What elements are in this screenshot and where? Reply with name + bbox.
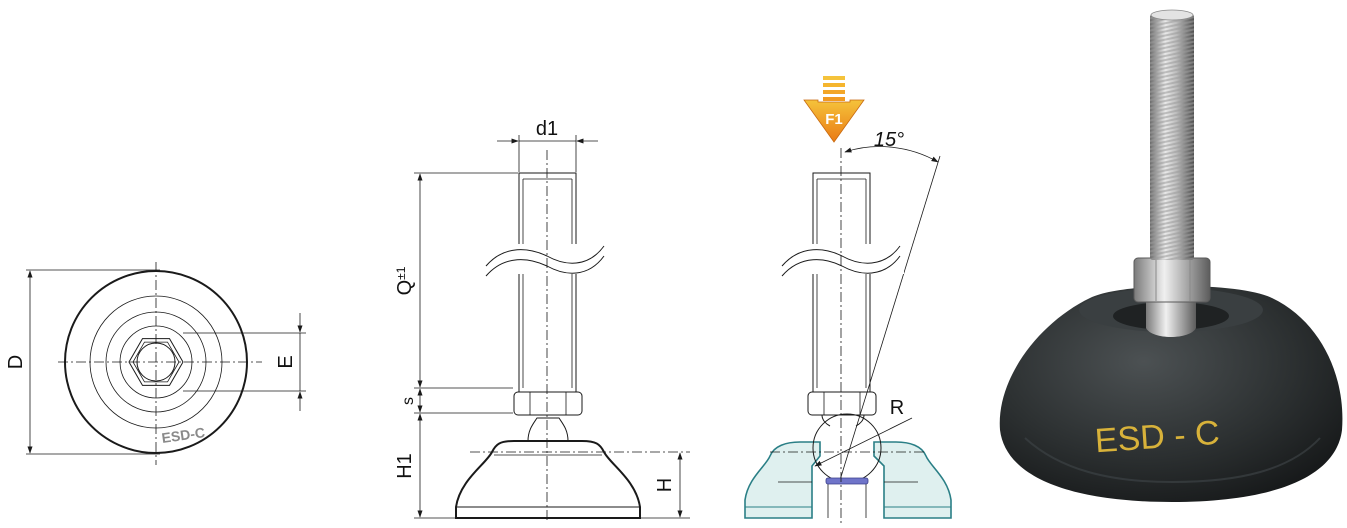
break-mask [484,244,608,274]
radius-R-label: R [890,397,904,419]
hex-nut [1133,257,1211,303]
neck-line [821,414,831,427]
angle-label: 15° [874,129,904,151]
ball-joint [812,413,882,483]
dimension-H1-label: H1 [394,453,416,479]
dimension-D-label: D [5,355,27,369]
pad-insert [825,477,869,485]
break-line [781,245,901,267]
base-marking-text: ESD-C [161,424,206,446]
dimension-H-label: H [654,478,676,492]
break-mask [780,244,904,274]
section-view: F1 15° R [744,76,952,523]
product-photo: ESD - C [999,9,1343,502]
tilt-line [839,155,941,481]
dimension-d1-label: d1 [536,118,558,140]
dimension-Q-label: Q [394,280,416,296]
angle-arc [844,146,939,163]
hex-nut [513,391,583,416]
base-rim-highlight [1024,437,1321,484]
dimension-s-label: s [400,397,417,405]
ball-neck [527,417,569,442]
hex-nut-outline [128,338,184,386]
break-line [781,255,901,277]
ball-neck [1146,300,1196,337]
break-line [485,245,605,267]
force-arrow: F1 [803,76,865,143]
top-view: D E ESD-C [5,262,306,465]
neck-line [855,414,865,427]
base-foot [999,286,1343,502]
side-view: d1 Q±1 s H1 H [394,118,690,523]
force-label: F1 [825,111,843,128]
radius-R-line [814,417,913,467]
dimension-Q-tolerance: ±1 [394,266,408,280]
threaded-rod [812,172,871,393]
base-foot [455,440,641,519]
dimension-Q-text: Q±1 [394,266,416,295]
section-base-right [873,441,952,519]
base-marking-text: ESD - C [1094,414,1221,461]
dimension-E-label: E [275,355,297,368]
threaded-rod [518,172,577,393]
rod-thread-texture [1150,14,1194,260]
rod-end-face [1150,9,1194,21]
